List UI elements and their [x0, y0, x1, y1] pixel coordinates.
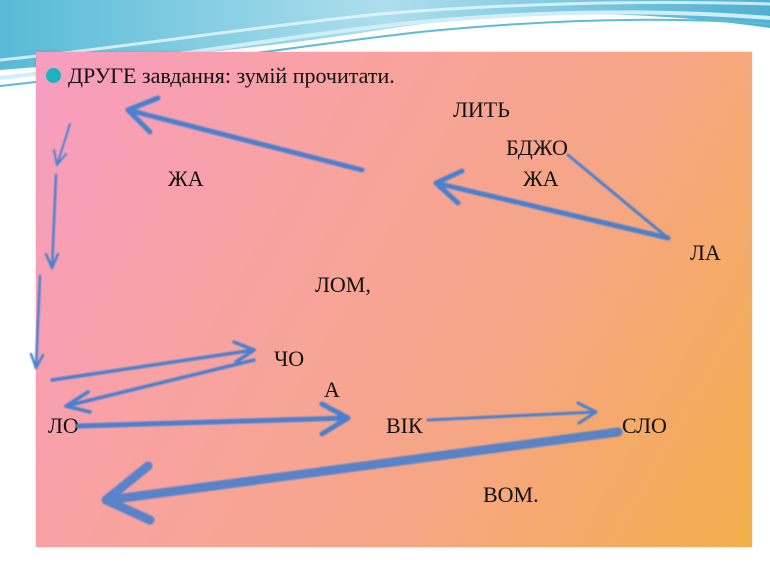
arrow-left-down-2 [44, 173, 60, 270]
word-bdzho: БДЖО [506, 135, 568, 160]
word-lom: ЛОМ, [315, 272, 371, 297]
arrow-lo-to-vik [75, 401, 351, 437]
arrow-vik-to-slo [426, 401, 598, 425]
arrow-left-down-3 [29, 274, 45, 370]
word-vik: ВІК [386, 413, 423, 438]
word-slo: СЛО [622, 413, 667, 438]
arrow-slo-to-vom [101, 427, 623, 525]
arrow-la-to-zha [433, 168, 671, 241]
arrow-to-cho [50, 340, 256, 382]
arrow-to-zha-left [125, 95, 365, 173]
bullet-icon [46, 68, 61, 83]
word-zha-left: ЖА [168, 166, 204, 191]
word-vom: ВОМ. [483, 482, 539, 507]
arrow-cho-to-lo [64, 358, 256, 414]
word-lo: ЛО [48, 413, 79, 438]
word-lyt: ЛИТЬ [453, 97, 510, 122]
arrow-left-down-1 [53, 123, 71, 166]
word-zha-right: ЖА [523, 166, 559, 191]
task-heading: ДРУГЕ завдання: зумій прочитати. [68, 63, 395, 88]
word-cho: ЧО [274, 346, 305, 371]
arrow-bdzho-to-la [566, 153, 670, 240]
word-la: ЛА [690, 240, 721, 265]
word-a: А [324, 377, 340, 402]
